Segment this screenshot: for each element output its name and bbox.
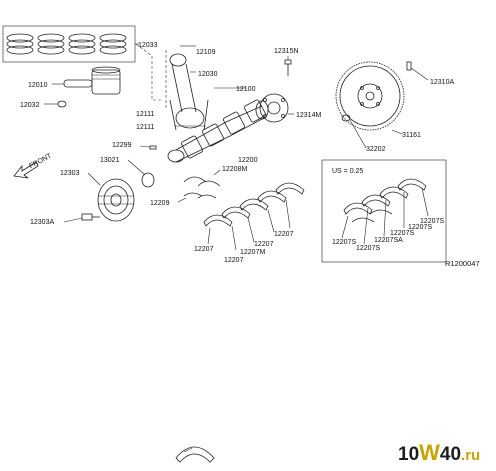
plate-bolt <box>284 59 292 76</box>
label-12033: 12033 <box>138 42 158 49</box>
signal-plate <box>259 93 289 123</box>
label-12109: 12109 <box>196 49 216 56</box>
main-bearing-upper <box>183 176 221 187</box>
crankshaft-pulley <box>97 178 135 222</box>
label-12303A: 12303A <box>30 219 54 226</box>
undersize-bearings-box <box>321 159 447 263</box>
label-12207S-e: 12207S <box>420 218 444 225</box>
label-us-025: US = 0.25 <box>332 168 363 175</box>
label-12299: 12299 <box>112 142 132 149</box>
label-12207S-b: 12207S <box>356 245 380 252</box>
undersize-bearing-set <box>343 178 427 223</box>
label-12207-b: 12207 <box>224 257 244 264</box>
label-12310A: 12310A <box>430 79 454 86</box>
label-12207S-c: 12207S <box>390 230 414 237</box>
snap-ring <box>57 100 67 108</box>
piston <box>91 66 121 95</box>
label-12200: 12200 <box>238 157 258 164</box>
label-12314M: 12314M <box>296 112 321 119</box>
label-12010: 12010 <box>28 82 48 89</box>
piston-ring-set <box>6 33 127 55</box>
label-12111-lower: 12111 <box>136 124 155 131</box>
label-31161: 31161 <box>402 132 421 139</box>
label-12303: 12303 <box>60 170 80 177</box>
watermark-part-4: .ru <box>461 447 481 464</box>
label-12207-a: 12207 <box>194 246 214 253</box>
flywheel-bolt <box>406 61 412 71</box>
pulley-bolt <box>81 213 100 221</box>
label-12207S-d: 12207S <box>408 224 432 231</box>
watermark-part-2: W <box>419 440 440 465</box>
label-12100: 12100 <box>236 86 256 93</box>
label-12111-upper: 12111 <box>136 111 155 118</box>
drive-plate <box>335 61 405 131</box>
label-12315N: 12315N <box>274 48 299 55</box>
label-13021: 13021 <box>100 157 120 164</box>
piston-pin <box>63 79 93 88</box>
front-label: FRONT <box>28 152 53 170</box>
watermark-part-1: 10 <box>398 444 420 465</box>
pilot-bushing <box>341 114 351 122</box>
thrust-washer <box>183 192 217 199</box>
label-12207-c: 12207 <box>254 241 274 248</box>
label-12207S-a: 12207S <box>332 239 356 246</box>
watermark-part-3: 40 <box>439 444 462 465</box>
crankshaft <box>167 99 269 163</box>
diagram-reference-code: R1200047 <box>445 259 480 268</box>
front-arrow <box>13 161 39 179</box>
label-12209: 12209 <box>150 200 170 207</box>
watermark-logo: 10W40.ru <box>398 440 492 466</box>
label-12208M: 12208M <box>222 166 247 173</box>
label-12207-d: 12207 <box>274 231 294 238</box>
label-32202: 32202 <box>366 146 386 153</box>
label-12207SA: 12207SA <box>374 237 403 244</box>
crank-sprocket <box>141 172 155 188</box>
crank-key <box>149 145 157 150</box>
connecting-rod <box>169 53 206 129</box>
label-12032: 12032 <box>20 102 40 109</box>
label-12207M: 12207M <box>240 249 265 256</box>
bearing-shell-icon <box>175 446 215 463</box>
conrod-bolts <box>169 99 209 131</box>
label-12030: 12030 <box>198 71 218 78</box>
